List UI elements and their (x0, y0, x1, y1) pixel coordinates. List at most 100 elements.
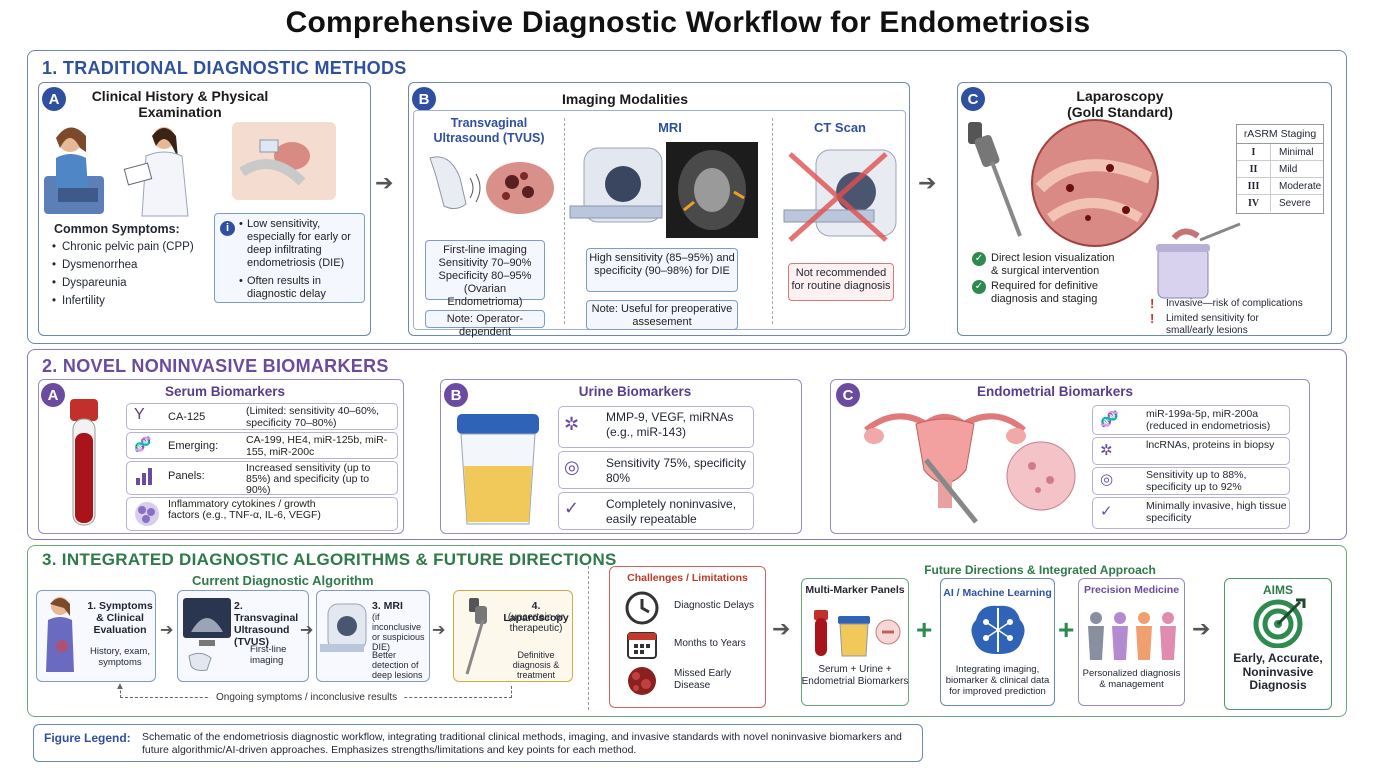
panel-letter-c: C (836, 383, 860, 407)
laparoscopic-view-image (1031, 119, 1159, 247)
panel-c-title: Laparoscopy (Gold Standard) (1067, 88, 1173, 120)
laparoscope-icon (465, 598, 487, 675)
step-desc: History, exam, symptoms (89, 646, 150, 668)
calendar-icon (627, 632, 657, 659)
aims-desc: Early, Accurate, Noninvasive Diagnosis (1233, 651, 1323, 692)
clock-icon (625, 591, 659, 625)
figure-legend (33, 724, 923, 762)
laparoscope-instrument-icon (968, 122, 1022, 237)
serum-row (126, 403, 398, 430)
warning-icon: ! (1150, 296, 1155, 311)
clinical-note-2: Often results in diagnostic delay (247, 275, 326, 300)
dna-icon: 🧬 (134, 436, 152, 452)
symptoms-heading: Common Symptoms: (54, 222, 180, 236)
patient-pain-illustration (46, 597, 74, 672)
multi-marker-desc: Serum + Urine + Endometrial Biomarkers (801, 664, 909, 687)
challenge-item: Diagnostic Delays (674, 600, 755, 611)
step-sub: (uncertain or therapeutic) (507, 612, 565, 634)
loop-label: Ongoing symptoms / inconclusive results (210, 692, 404, 703)
cell-cluster-icon (135, 502, 159, 526)
step-desc: Better detection of deep lesions (372, 650, 423, 680)
step-sub: (if inconclusive or suspicious DIE) (372, 612, 425, 652)
lesion-cluster-icon (628, 667, 656, 695)
clinical-limitations-box: i •Low sensitivity, especially for early… (214, 213, 365, 303)
mri-scanner-icon (320, 603, 367, 652)
urine-cup-image (457, 414, 539, 525)
serum-value: (Limited: sensitivity 40–60%, specificit… (246, 405, 380, 429)
urine-item: MMP-9, VEGF, miRNAs (e.g., miR-143) (606, 410, 734, 439)
step-desc: First-line imaging (250, 644, 287, 666)
molecule-icon: ✲ (564, 414, 580, 434)
ultrasound-probe-image (429, 156, 554, 214)
dna-icon: 🧬 (1100, 411, 1119, 428)
endometrial-row (1092, 467, 1290, 495)
clinical-note-1: Low sensitivity, especially for early or… (247, 218, 351, 269)
tvus-stats-box: First-line imaging Sensitivity 70–90% Sp… (425, 240, 545, 308)
serum-value: Increased sensitivity (up to 85%) and sp… (246, 462, 371, 496)
target-icon: ◎ (1100, 471, 1114, 488)
ct-recommendation-box: Not recommended for routine diagnosis (788, 263, 894, 301)
legend-text: Schematic of the endometriosis diagnosti… (142, 731, 902, 756)
laparoscopy-con-1: Invasive—risk of complications (1166, 298, 1303, 309)
serum-row (126, 432, 398, 459)
target-goal-icon (1253, 598, 1306, 648)
antibody-icon: Y (134, 406, 145, 423)
arrow-right-icon: ➔ (918, 170, 937, 195)
info-icon: i (220, 221, 235, 236)
tvus-title: Transvaginal Ultrasound (TVUS) (433, 116, 545, 145)
mri-stats-box: High sensitivity (85–95%) and specificit… (586, 248, 738, 292)
people-group-icon (1088, 612, 1176, 660)
uterus-biopsy-image (864, 413, 1076, 524)
panel-letter-a: A (41, 383, 65, 407)
target-icon: ◎ (564, 457, 580, 477)
arrow-right-icon: ➔ (375, 170, 394, 195)
urine-row (558, 451, 754, 489)
symptoms-list: Chronic pelvic pain (CPP) Dysmenorrhea D… (52, 238, 222, 310)
urine-row (558, 492, 754, 530)
ai-desc: Integrating imaging, biomarker & clinica… (945, 664, 1050, 697)
mri-scanner-image (569, 142, 758, 238)
arrow-right-icon: ➔ (1192, 616, 1211, 641)
endometrial-row (1092, 497, 1290, 529)
mri-title: MRI (658, 120, 682, 135)
endometrial-row (1092, 405, 1290, 435)
endometrial-item: lncRNAs, proteins in biopsy (1146, 439, 1275, 451)
arrow-right-icon: ➔ (300, 622, 314, 639)
serum-title: Serum Biomarkers (164, 384, 286, 399)
endometrial-item: miR-199a-5p, miR-200a (reduced in endome… (1146, 408, 1271, 432)
panel-a-title: Clinical History & Physical Examination (91, 88, 269, 120)
check-icon: ✓ (972, 252, 986, 266)
aims-title: AIMS (1263, 583, 1293, 597)
serum-label: CA-125 (168, 411, 206, 423)
serum-label: Emerging: (168, 440, 219, 452)
laparoscopy-pro-1: Direct lesion visualization & surgical i… (991, 252, 1115, 277)
serum-row (126, 461, 398, 495)
plus-icon: + (1058, 614, 1075, 645)
brain-circuit-icon (971, 605, 1025, 654)
serum-value: CA-199, HE4, miR-125b, miR-155, miR-200c (246, 434, 388, 458)
precision-title: Precision Medicine (1083, 584, 1180, 596)
patient-doctor-illustration (44, 127, 189, 217)
challenge-item: Missed Early Disease (674, 668, 732, 691)
laparoscopy-con-2: Limited sensitivity for small/early lesi… (1166, 313, 1259, 336)
challenges-title: Challenges / Limitations (627, 572, 748, 584)
endometrial-title: Endometrial Biomarkers (976, 384, 1134, 399)
biomarker-samples-icon (814, 610, 901, 657)
endometrial-item: Minimally invasive, high tissue specific… (1146, 500, 1287, 524)
serum-row (126, 497, 398, 531)
check-circle-icon: ✓ (1100, 503, 1113, 520)
ct-scanner-crossed-image (783, 149, 897, 242)
precision-desc: Personalized diagnosis & management (1082, 668, 1181, 690)
future-title: Future Directions & Integrated Approach (924, 563, 1156, 577)
staging-title: rASRM Staging (1237, 125, 1323, 144)
plus-icon: + (916, 614, 933, 645)
step-title: 2. Transvaginal Ultrasound (TVUS) (234, 600, 299, 648)
urine-title: Urine Biomarkers (578, 384, 692, 399)
ai-title: AI / Machine Learning (943, 587, 1052, 599)
ct-title: CT Scan (813, 120, 866, 135)
warning-icon: ! (1150, 311, 1155, 326)
section3-title: 3. INTEGRATED DIAGNOSTIC ALGORITHMS & FU… (42, 550, 617, 569)
